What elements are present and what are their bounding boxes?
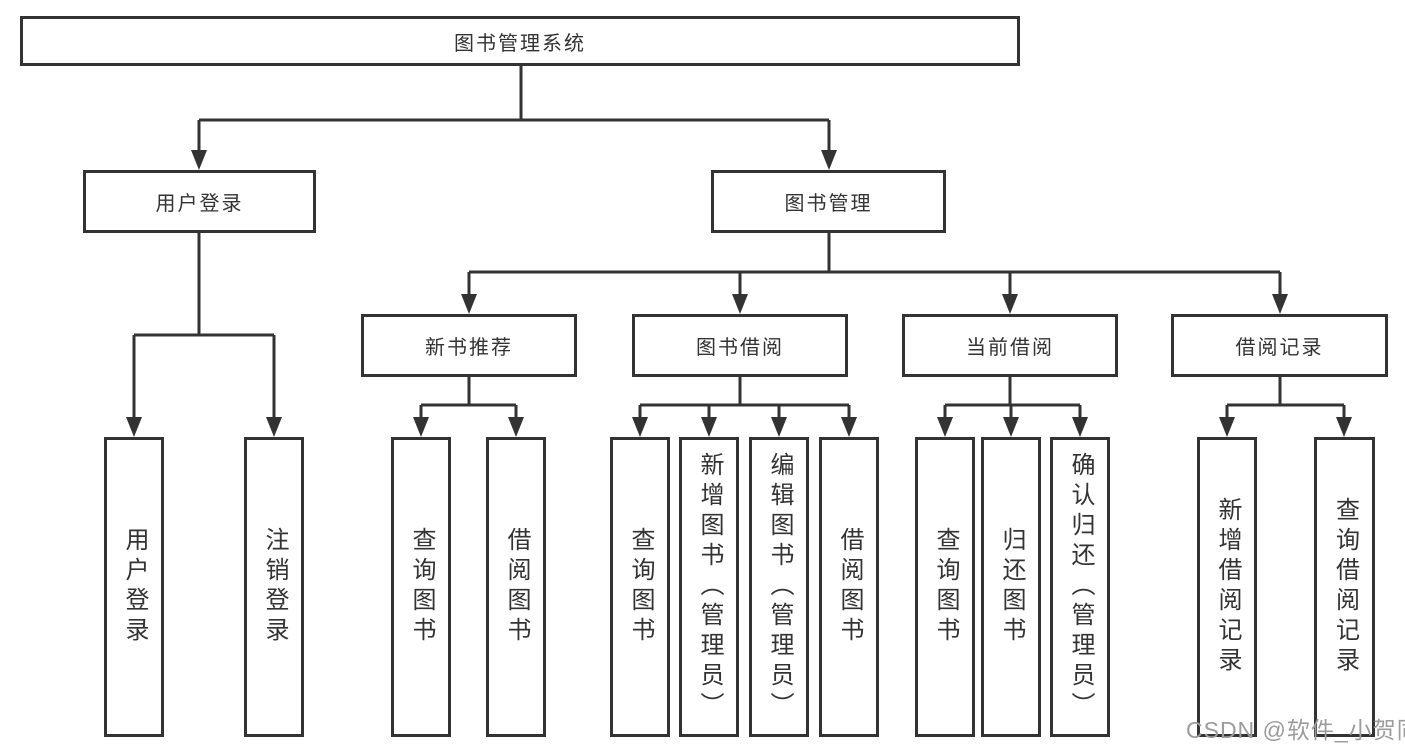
leaf-borrow-books-label: 借阅图书 (836, 527, 863, 647)
leaf-borrow-books: 借阅图书 (819, 437, 879, 737)
leaf-edit-books-admin: 编辑图书（管理员） (749, 437, 809, 737)
leaf-user-login: 用户登录 (104, 437, 164, 737)
leaf-confirm-return-admin: 确认归还（管理员） (1050, 437, 1110, 737)
leaf-logout-label: 注销登录 (261, 527, 288, 647)
leaf-add-borrow-record-label: 新增借阅记录 (1214, 497, 1241, 677)
leaf-add-borrow-record: 新增借阅记录 (1197, 437, 1257, 737)
node-borrow-records: 借阅记录 (1171, 314, 1388, 377)
leaf-user-login-label: 用户登录 (121, 527, 148, 647)
leaf-borrow-books-recommend-label: 借阅图书 (503, 527, 530, 647)
leaf-query-books-recommend: 查询图书 (391, 437, 451, 737)
node-new-book-recommend: 新书推荐 (361, 314, 577, 377)
leaf-add-books-admin: 新增图书（管理员） (679, 437, 739, 737)
leaf-borrow-books-recommend: 借阅图书 (486, 437, 546, 737)
node-current-borrow: 当前借阅 (902, 314, 1118, 377)
node-user-login: 用户登录 (83, 170, 316, 233)
leaf-edit-books-admin-label: 编辑图书（管理员） (766, 452, 793, 722)
leaf-query-borrow-record: 查询借阅记录 (1314, 437, 1375, 737)
leaf-logout: 注销登录 (244, 437, 304, 737)
node-book-borrow: 图书借阅 (632, 314, 848, 377)
node-root-system: 图书管理系统 (20, 16, 1020, 66)
leaf-query-books-borrow: 查询图书 (610, 437, 670, 737)
leaf-query-books-current-label: 查询图书 (932, 527, 959, 647)
watermark: CSDN @软件_小贺同学 (1186, 717, 1405, 743)
leaf-confirm-return-admin-label: 确认归还（管理员） (1067, 452, 1094, 722)
leaf-query-borrow-record-label: 查询借阅记录 (1331, 497, 1359, 677)
leaf-query-books-current: 查询图书 (915, 437, 975, 737)
leaf-return-books-label: 归还图书 (998, 527, 1025, 647)
leaf-return-books: 归还图书 (981, 437, 1041, 737)
leaf-query-books-borrow-label: 查询图书 (627, 527, 654, 647)
leaf-add-books-admin-label: 新增图书（管理员） (696, 452, 723, 722)
node-book-management: 图书管理 (711, 170, 946, 233)
leaf-query-books-recommend-label: 查询图书 (408, 527, 435, 647)
